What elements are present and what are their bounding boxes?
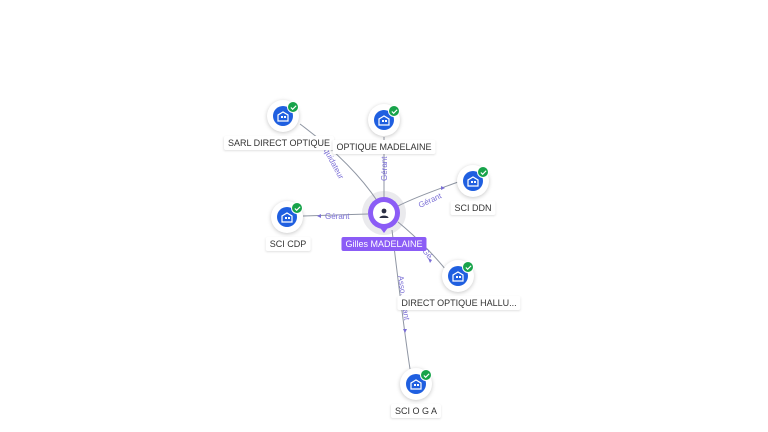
edge-sci-cdp <box>302 213 369 217</box>
edge-label-gerant-optique: Gérant <box>380 156 389 181</box>
edge-arrow <box>317 214 321 218</box>
check-icon <box>477 166 489 178</box>
company-label: DIRECT OPTIQUE HALLU... <box>397 296 521 310</box>
company-label: SCI CDP <box>265 237 311 251</box>
building-icon <box>277 111 289 122</box>
edge-arrow <box>403 329 407 333</box>
check-icon <box>462 261 474 273</box>
building-icon <box>467 176 479 187</box>
edge-sci-ddn <box>397 181 459 207</box>
check-icon <box>420 369 432 381</box>
pin-tail <box>378 225 390 233</box>
check-icon <box>287 101 299 113</box>
building-icon <box>410 379 422 390</box>
check-icon <box>291 202 303 214</box>
building-icon <box>378 115 390 126</box>
company-label: SARL DIRECT OPTIQUE <box>223 136 335 150</box>
person-label: Gilles MADELAINE <box>341 237 427 251</box>
edge-label-gerant-cdp: Gérant <box>325 212 350 221</box>
person-icon <box>379 208 389 218</box>
company-label: SCI O G A <box>390 404 442 418</box>
edge-sarl-direct-optique <box>299 123 379 203</box>
edge-arrow <box>428 258 432 263</box>
building-icon <box>452 271 464 282</box>
edge-arrow <box>441 186 445 190</box>
edge-label-gerant-ddn: Gérant <box>417 191 444 210</box>
company-label: SCI DDN <box>450 201 496 215</box>
company-label: OPTIQUE MADELAINE <box>332 140 436 154</box>
check-icon <box>388 105 400 117</box>
building-icon <box>281 212 293 223</box>
